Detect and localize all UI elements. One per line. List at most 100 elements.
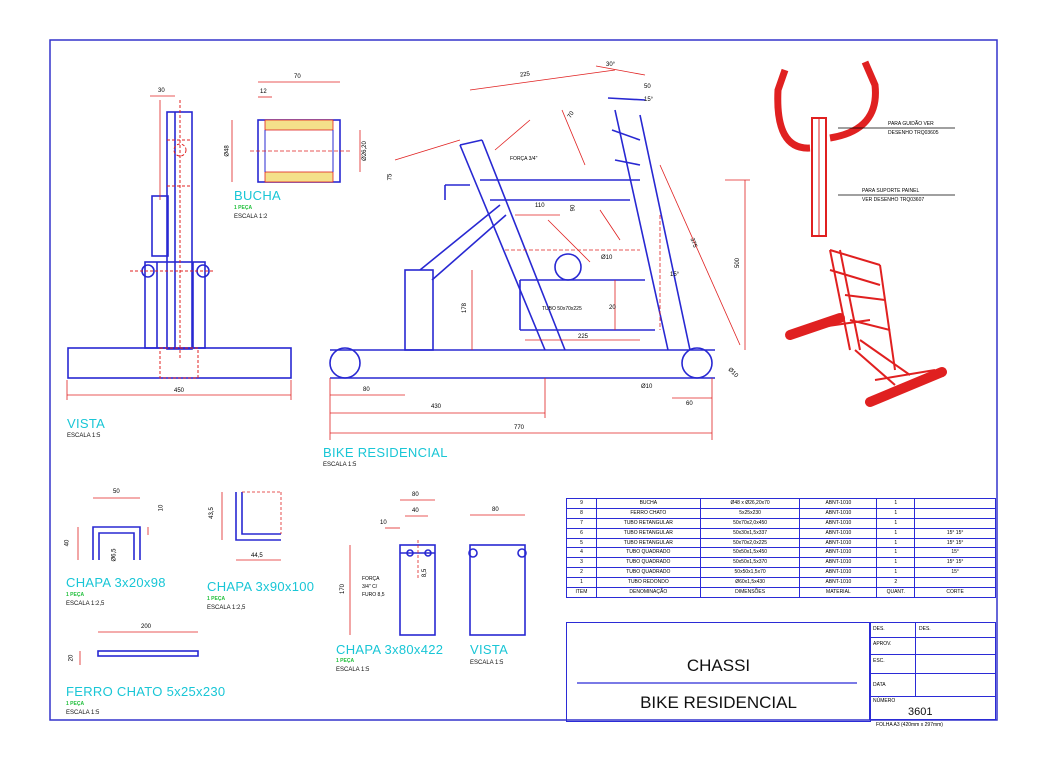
ferro-qty: 1 PEÇA <box>66 701 85 707</box>
chapa3-title: CHAPA 3x80x422 <box>336 642 444 657</box>
bom-cell-qty: 2 <box>876 577 916 589</box>
dim-label: 50 <box>644 84 651 90</box>
bom-cell-qty: 1 <box>876 557 916 569</box>
dim-label: 40 <box>64 539 71 547</box>
tb-data-label: DATA <box>873 682 886 688</box>
dim-label: Ø6,5 <box>111 548 118 562</box>
tb-numero: 3601 <box>908 706 933 718</box>
tb-numero-label: NÚMERO <box>873 698 896 704</box>
bom-cell-dim: 50x50x1,5x450 <box>699 547 801 559</box>
bom-cell-item: 4 <box>566 547 597 559</box>
dim-label: 50 <box>113 489 120 495</box>
bom-cell-corte: 15° 15° <box>914 557 996 569</box>
tb-aprov-label: APROV. <box>873 641 892 647</box>
dim-label: 20 <box>609 305 616 311</box>
bom-cell-denom: TUBO REDONDO <box>595 577 701 589</box>
note-suporte-2: VER DESENHO TRQ03607 <box>862 197 925 203</box>
chapa3-view <box>399 544 436 636</box>
chapa1-dims <box>77 497 149 560</box>
bike-scale: ESCALA 1:5 <box>323 462 357 468</box>
bike-title: BIKE RESIDENCIAL <box>323 445 448 460</box>
title-block-main: CHASSI BIKE RESIDENCIAL <box>566 622 871 722</box>
bom-cell-corte: 15° 15° <box>914 537 996 549</box>
dim-label: 170 <box>340 583 347 595</box>
bom-cell-denom: FERRO CHATO <box>595 507 701 519</box>
bom-cell-denom: TUBO QUADRADO <box>595 567 701 579</box>
bom-cell-mat: ABNT-1010 <box>799 537 878 549</box>
dim-label: 40 <box>412 508 419 514</box>
bom-cell-corte: 15° <box>914 567 996 579</box>
dim-label: 8,5 <box>422 568 429 578</box>
bom-cell-mat: ABNT-1010 <box>799 498 878 509</box>
dim-label: 70 <box>294 74 301 80</box>
dim-label: 43,5 <box>208 507 215 519</box>
bom-cell-item: 9 <box>566 498 597 509</box>
bom-header-corte: CORTE <box>914 587 996 598</box>
drawing-title: CHASSI <box>686 656 751 675</box>
bom-cell-mat: ABNT-1010 <box>799 517 878 529</box>
bom-cell-denom: TUBO RETANGULAR <box>595 517 701 529</box>
chapa2-scale: ESCALA 1:2,5 <box>207 605 246 611</box>
chapa2-title: CHAPA 3x90x100 <box>207 579 315 594</box>
bom-cell-corte <box>914 577 996 589</box>
tb-folha: FOLHA A3 (420mm x 297mm) <box>876 722 943 728</box>
ferro-title: FERRO CHATO 5x25x230 <box>66 684 226 699</box>
bom-cell-dim: 50x70x2,0x450 <box>699 517 801 529</box>
vista2-title: VISTA <box>470 642 509 657</box>
note-guidao-2: DESENHO TRQ03605 <box>888 130 939 136</box>
dim-label: 44,5 <box>251 553 263 559</box>
dim-label: 770 <box>514 425 525 431</box>
bom-cell-dim: Ø48 x Ø26,20x70 <box>699 498 801 509</box>
bom-cell-denom: BUCHA <box>595 498 701 509</box>
bom-cell-item: 3 <box>566 557 597 569</box>
chapa1-scale: ESCALA 1:2,5 <box>66 601 105 607</box>
bom-cell-qty: 1 <box>876 507 916 519</box>
bom-cell-corte: 15° 15° <box>914 527 996 539</box>
dim-label: 80 <box>363 387 370 393</box>
bom-cell-item: 7 <box>566 517 597 529</box>
bom-cell-mat: ABNT-1010 <box>799 547 878 559</box>
tb-des-label: DES. <box>873 626 885 632</box>
bom-cell-mat: ABNT-1010 <box>799 557 878 569</box>
chapa1-qty: 1 PEÇA <box>66 592 85 598</box>
vista2-scale: ESCALA 1:5 <box>470 660 504 666</box>
bom-cell-item: 8 <box>566 507 597 519</box>
dim-label: 75 <box>387 173 394 181</box>
vista-title: VISTA <box>67 416 106 431</box>
bom-header-item: ITEM <box>566 587 597 598</box>
bom-cell-denom: TUBO RETANGULAR <box>595 527 701 539</box>
bucha-view <box>231 81 361 183</box>
dim-label: 80 <box>412 492 419 498</box>
bom-cell-mat: ABNT-1010 <box>799 577 878 589</box>
tb-des2-label: DES. <box>919 626 931 632</box>
dim-label: 15° <box>644 97 654 103</box>
chapa2-qty: 1 PEÇA <box>207 596 226 602</box>
dim-label: Ø10 <box>641 384 653 390</box>
dim-label: Ø10 <box>601 255 613 261</box>
dim-label: 20 <box>68 654 75 662</box>
bom-header-dim: DIMENSÕES <box>699 587 801 598</box>
bom-cell-dim: 50x50x1,5x70 <box>699 567 801 579</box>
tb-esc-label: ESC. <box>873 658 885 664</box>
chapa1-view <box>92 526 141 560</box>
front-view-hidden <box>130 100 215 379</box>
bom-cell-denom: TUBO QUADRADO <box>595 557 701 569</box>
chapa3-qty: 1 PEÇA <box>336 658 355 664</box>
vista-scale: ESCALA 1:5 <box>67 433 101 439</box>
bucha-qty: 1 PEÇA <box>234 205 253 211</box>
dim-label: 15° <box>670 272 680 278</box>
ferro-scale: ESCALA 1:5 <box>66 710 100 716</box>
chapa1-title: CHAPA 3x20x98 <box>66 575 166 590</box>
bom-cell-qty: 1 <box>876 567 916 579</box>
bom-header-denom: DENOMINAÇÃO <box>595 587 701 598</box>
dim-label: 178 <box>462 302 469 314</box>
